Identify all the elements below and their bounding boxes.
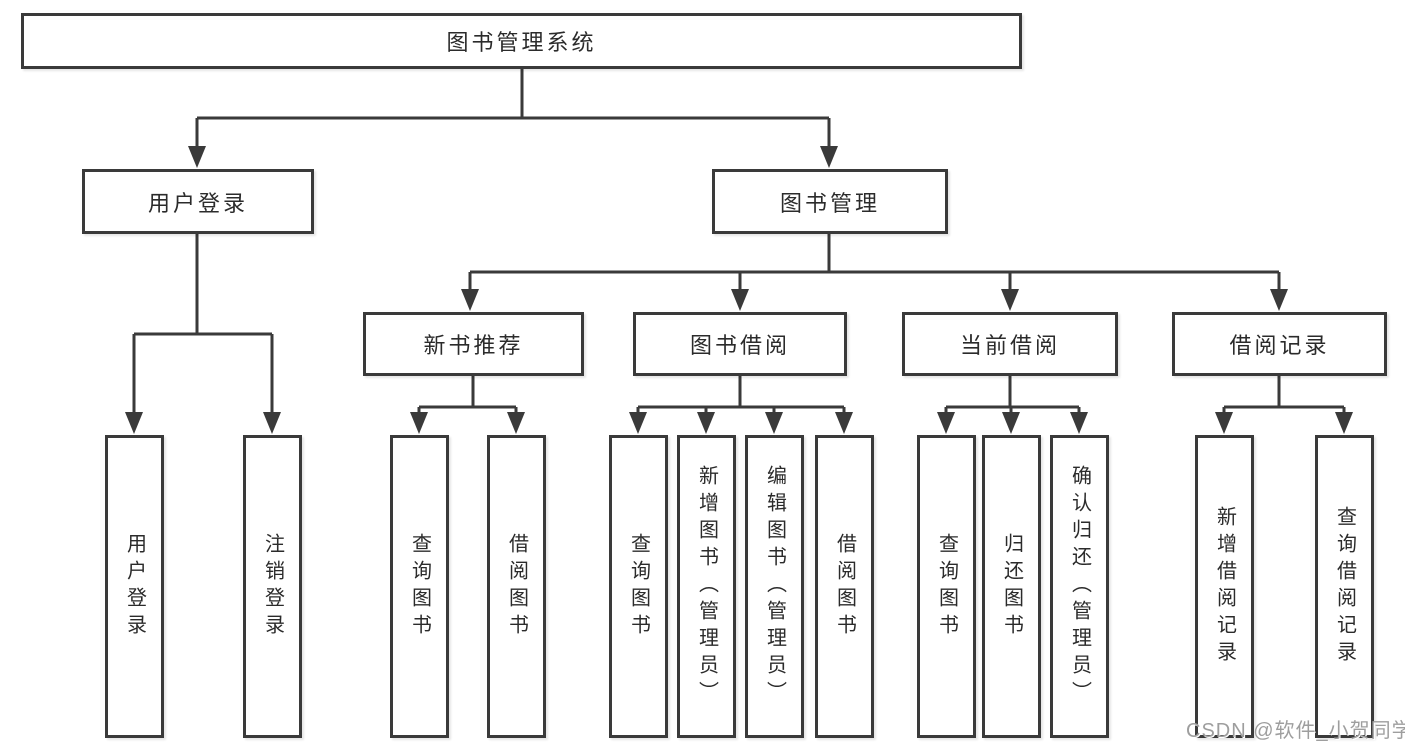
leaf-query-book-3-label: 查询图书 (935, 532, 958, 641)
leaf-add-borrow-record: 新增借阅记录 (1195, 435, 1254, 738)
leaf-query-book-3: 查询图书 (917, 435, 976, 738)
leaf-query-borrow-record-label: 查询借阅记录 (1333, 505, 1356, 668)
edge-borrow-record (1222, 375, 1346, 416)
arrowhead (820, 146, 838, 168)
arrowhead (188, 146, 206, 168)
node-current-borrow-label: 当前借阅 (959, 333, 1060, 358)
node-user-login-label: 用户登录 (147, 190, 248, 216)
node-book-management: 图书管理 (712, 169, 948, 234)
watermark: CSDN @软件_小贺同学 (1186, 720, 1405, 742)
leaf-query-book-2-label: 查询图书 (627, 532, 650, 641)
node-borrow-record: 借阅记录 (1172, 312, 1387, 376)
arrowhead (937, 412, 955, 434)
arrowhead (835, 412, 853, 434)
node-book-borrow-label: 图书借阅 (689, 333, 790, 358)
leaf-logout: 注销登录 (243, 435, 302, 738)
leaf-add-borrow-record-label: 新增借阅记录 (1213, 505, 1236, 668)
leaf-query-book-1-label: 查询图书 (408, 532, 431, 641)
node-user-login: 用户登录 (82, 169, 314, 234)
leaf-edit-book-admin-label: 编辑图书（管理员） (763, 465, 786, 708)
arrowhead (629, 412, 647, 434)
leaf-borrow-book-1: 借阅图书 (487, 435, 546, 738)
leaf-confirm-return-admin: 确认归还（管理员） (1050, 435, 1109, 738)
edge-current-borrow (944, 375, 1081, 416)
node-current-borrow: 当前借阅 (902, 312, 1118, 376)
leaf-add-book-admin: 新增图书（管理员） (677, 435, 736, 738)
arrowhead (263, 412, 281, 434)
leaf-query-book-2: 查询图书 (609, 435, 668, 738)
edge-user-login (132, 233, 274, 416)
arrowhead (461, 289, 479, 311)
node-new-book-recommend-label: 新书推荐 (423, 333, 524, 358)
edge-root (195, 68, 831, 150)
leaf-return-book: 归还图书 (982, 435, 1041, 738)
leaf-add-book-admin-label: 新增图书（管理员） (695, 465, 718, 708)
edge-new-book-recommend (417, 375, 518, 416)
leaf-user-login: 用户登录 (105, 435, 164, 738)
node-new-book-recommend: 新书推荐 (363, 312, 584, 376)
leaf-query-borrow-record: 查询借阅记录 (1315, 435, 1374, 738)
arrowhead (697, 412, 715, 434)
edge-book-borrow (636, 375, 846, 416)
arrowhead (507, 412, 525, 434)
arrow-heads (125, 146, 1353, 434)
leaf-logout-label: 注销登录 (261, 532, 284, 641)
edge-book-management (468, 233, 1281, 293)
arrowhead (1001, 289, 1019, 311)
leaf-query-book-1: 查询图书 (390, 435, 449, 738)
tree-edges (132, 68, 1346, 416)
leaf-borrow-book-2: 借阅图书 (815, 435, 874, 738)
arrowhead (1270, 289, 1288, 311)
leaf-edit-book-admin: 编辑图书（管理员） (745, 435, 804, 738)
arrowhead (410, 412, 428, 434)
leaf-borrow-book-1-label: 借阅图书 (505, 532, 528, 641)
leaf-user-login-label: 用户登录 (123, 532, 146, 641)
node-root-label: 图书管理系统 (446, 30, 597, 55)
arrowhead (1335, 412, 1353, 434)
arrowhead (1002, 412, 1020, 434)
leaf-confirm-return-admin-label: 确认归还（管理员） (1068, 465, 1091, 708)
leaf-return-book-label: 归还图书 (1000, 532, 1023, 641)
leaf-borrow-book-2-label: 借阅图书 (833, 532, 856, 641)
node-borrow-record-label: 借阅记录 (1229, 333, 1330, 358)
arrowhead (1215, 412, 1233, 434)
arrowhead (125, 412, 143, 434)
node-book-management-label: 图书管理 (779, 190, 880, 216)
arrowhead (765, 412, 783, 434)
arrowhead (1070, 412, 1088, 434)
node-root: 图书管理系统 (21, 13, 1022, 69)
arrowhead (731, 289, 749, 311)
node-book-borrow: 图书借阅 (633, 312, 847, 376)
